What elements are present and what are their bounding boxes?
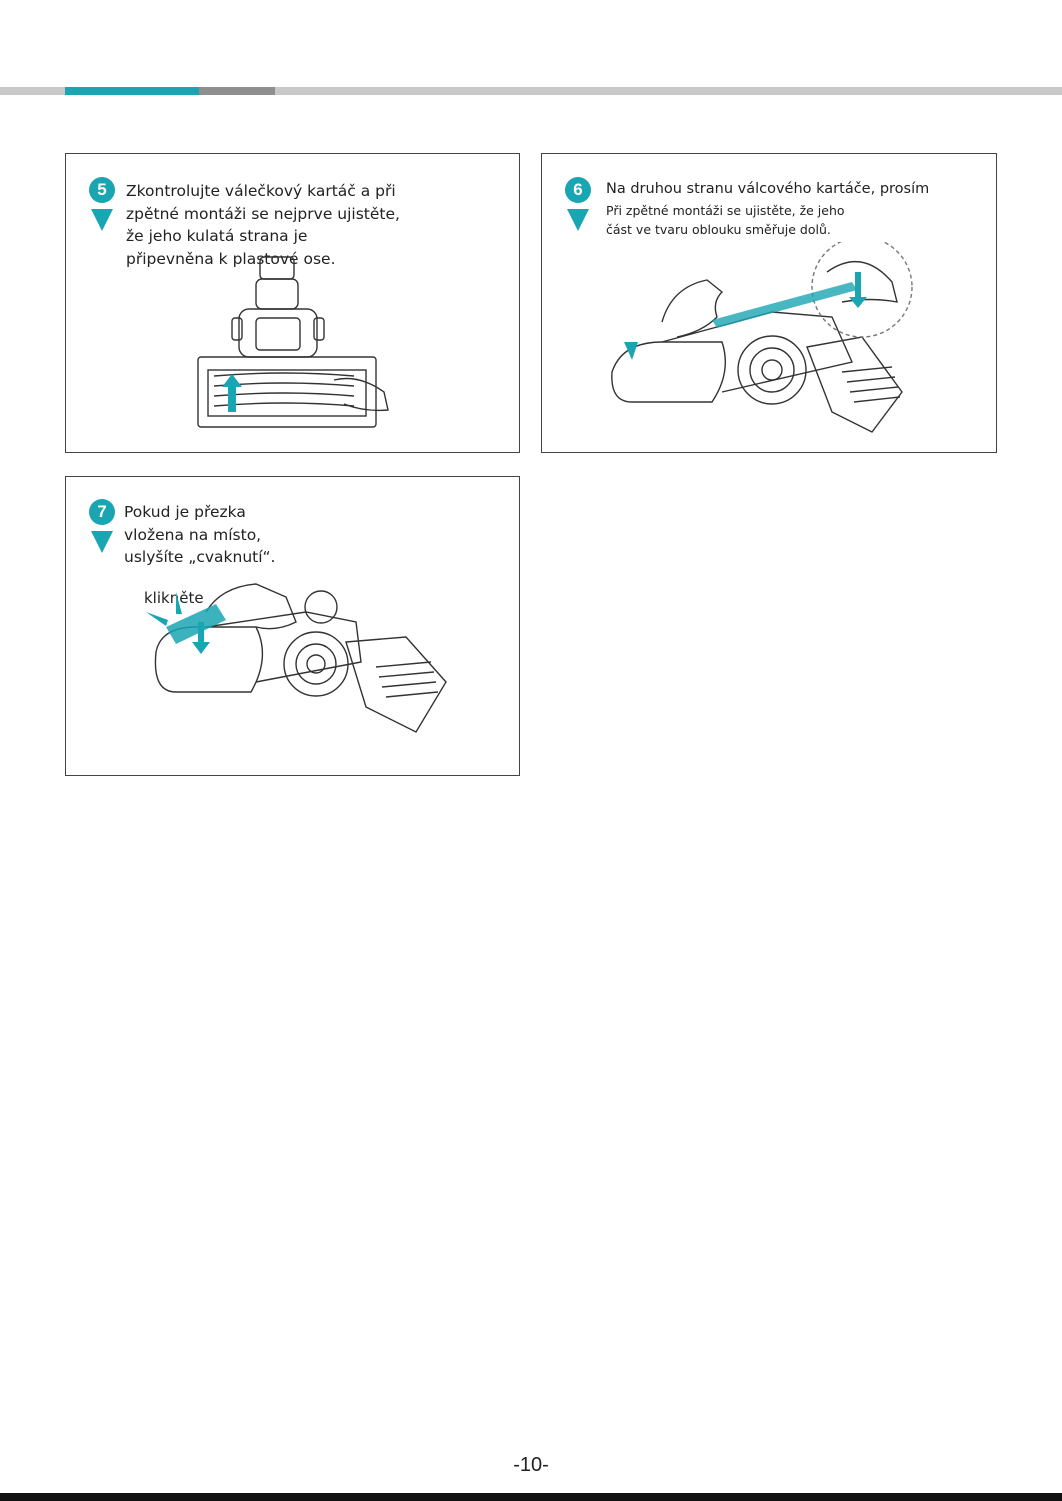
step-7-line-2: vložena na místo, <box>124 525 262 544</box>
step-6-line-1: Při zpětné montáži se ujistěte, že jeho <box>606 202 845 218</box>
step-5-line-1: Zkontrolujte válečkový kartáč a při <box>126 182 396 200</box>
step-6-badge: 6 <box>565 177 591 203</box>
step-7-text: Pokud je přezka vložena na místo, uslyší… <box>124 501 276 569</box>
brush-head-front-illustration <box>197 256 389 428</box>
step-6-line-2: část ve tvaru oblouku směřuje dolů. <box>606 221 831 237</box>
header-bar <box>0 87 1062 95</box>
step-5-text: Zkontrolujte válečkový kartáč a při zpět… <box>126 180 400 270</box>
brush-head-clip-illustration <box>146 583 447 733</box>
brush-head-side-illustration <box>611 242 913 433</box>
step-7-panel: 7 Pokud je přezka vložena na místo, usly… <box>65 476 520 776</box>
step-5-line-4: připevněna k plastové ose. <box>126 249 336 268</box>
step-6-arrow-icon <box>567 209 589 231</box>
step-7-line-1: Pokud je přezka <box>124 503 246 521</box>
step-5-line-3: že jeho kulatá strana je <box>126 227 308 245</box>
step-5-badge: 5 <box>89 177 115 203</box>
step-7-line-3: uslyšíte „cvaknutí“. <box>124 548 276 566</box>
page-number: -10- <box>513 1454 549 1476</box>
step-7-badge: 7 <box>89 499 115 525</box>
footer-bar <box>0 1493 1062 1501</box>
step-6-panel: 6 Na druhou stranu válcového kartáče, pr… <box>541 153 997 453</box>
step-7-arrow-icon <box>91 531 113 553</box>
click-callout-label: klikněte <box>144 589 204 607</box>
header-bar-secondary <box>199 87 275 95</box>
step-5-arrow-icon <box>91 209 113 231</box>
step-6-text: Na druhou stranu válcového kartáče, pros… <box>606 178 929 239</box>
step-5-line-2: zpětné montáži se nejprve ujistěte, <box>126 204 400 223</box>
step-5-panel: 5 Zkontrolujte válečkový kartáč a při zp… <box>65 153 520 453</box>
header-bar-accent <box>65 87 199 95</box>
step-6-heading: Na druhou stranu válcového kartáče, pros… <box>606 181 930 197</box>
